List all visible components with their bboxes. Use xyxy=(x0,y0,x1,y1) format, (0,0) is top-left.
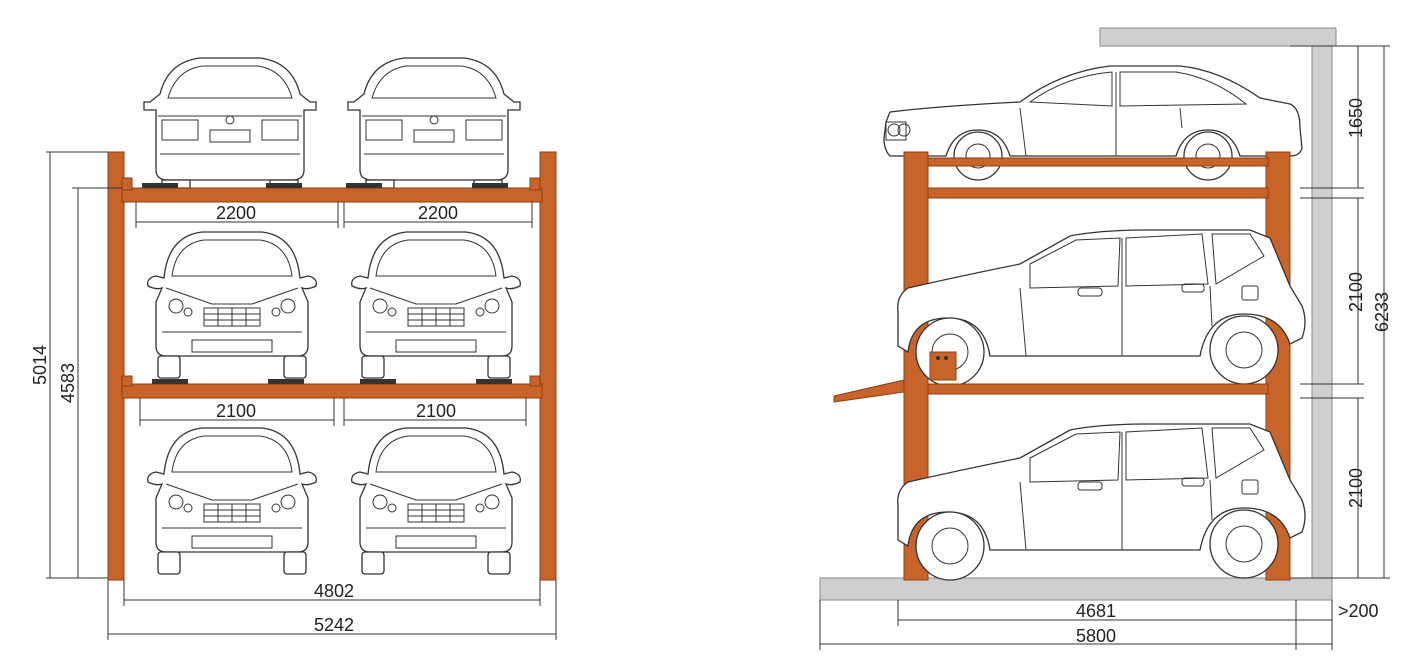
side-view: 1650 2100 2100 6233 4681 5800 >200 xyxy=(819,27,1392,650)
dim-vertical-front xyxy=(46,151,122,579)
dim-label-height-outer: 5014 xyxy=(30,345,50,385)
front-platform-top xyxy=(121,187,543,203)
dim-label-top-right: 2200 xyxy=(418,203,458,223)
suv-side-view-bottom xyxy=(897,423,1306,581)
front-post-right xyxy=(539,151,557,581)
sedan-rear-view-top-right xyxy=(347,57,521,189)
suv-front-view-bottom-right xyxy=(351,427,521,575)
dim-label-length-outer: 5800 xyxy=(1076,626,1116,646)
ramp xyxy=(833,379,905,403)
dim-label-level-top: 1650 xyxy=(1346,98,1366,138)
side-platform-top xyxy=(927,157,1269,167)
dim-label-wall-clearance: >200 xyxy=(1338,601,1379,621)
dim-label-top-left: 2200 xyxy=(216,203,256,223)
dim-label-level-bottom: 2100 xyxy=(1346,468,1366,508)
control-box xyxy=(929,351,957,381)
dim-platform-mid xyxy=(139,398,527,426)
dim-label-total-height: 6233 xyxy=(1372,292,1392,332)
suv-front-view-mid-left xyxy=(147,231,317,379)
dim-label-width-outer: 5242 xyxy=(314,615,354,635)
front-view: 2200 2200 2100 2100 5014 4583 xyxy=(30,57,557,640)
front-post-left xyxy=(107,151,125,581)
dim-horizontal-side xyxy=(819,600,1333,650)
suv-front-view-bottom-left xyxy=(147,427,317,575)
front-platform-mid xyxy=(121,383,543,399)
dim-label-mid-right: 2100 xyxy=(416,401,456,421)
suv-side-view-mid xyxy=(897,229,1306,387)
dim-label-mid-left: 2100 xyxy=(216,401,256,421)
suv-front-view-mid-right xyxy=(351,231,521,379)
sedan-rear-view-top-left xyxy=(143,57,317,189)
floor xyxy=(819,577,1333,601)
dim-label-level-mid: 2100 xyxy=(1346,272,1366,312)
dim-platform-top xyxy=(135,202,533,228)
dim-label-length-inner: 4681 xyxy=(1076,601,1116,621)
dim-label-width-inner: 4802 xyxy=(314,581,354,601)
dim-vertical-side xyxy=(1290,45,1390,579)
dim-horizontal-front xyxy=(107,580,557,640)
side-platform-mid xyxy=(927,383,1269,395)
dim-label-height-inner: 4583 xyxy=(58,363,78,403)
